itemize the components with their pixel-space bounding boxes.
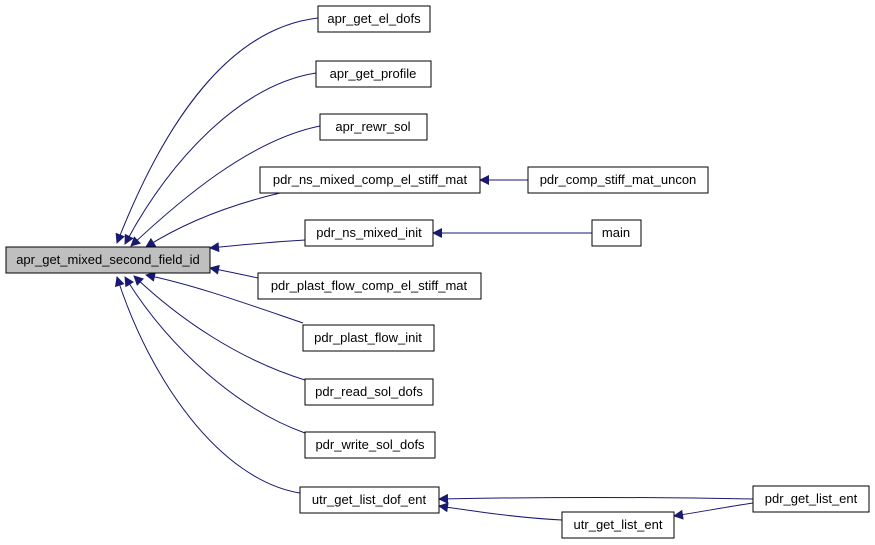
edge-pdr_read_sol_dofs-root bbox=[133, 275, 306, 381]
edge-utr_get_list_dof_ent-root bbox=[114, 276, 301, 494]
edge-pdr_plast_flow_init-root bbox=[145, 271, 304, 324]
node-label-apr_rewr_sol: apr_rewr_sol bbox=[335, 119, 410, 134]
node-pdr_comp_stiff_mat_uncon[interactable]: pdr_comp_stiff_mat_uncon bbox=[527, 166, 709, 194]
node-apr_get_el_dofs[interactable]: apr_get_el_dofs bbox=[317, 5, 431, 33]
node-apr_get_profile[interactable]: apr_get_profile bbox=[315, 60, 432, 88]
edge-pdr_plast_flow_comp_el_stiff_mat-root bbox=[209, 264, 259, 279]
edge-apr_get_profile-root bbox=[124, 72, 317, 245]
node-pdr_plast_flow_init[interactable]: pdr_plast_flow_init bbox=[302, 324, 435, 352]
node-label-pdr_ns_mixed_init: pdr_ns_mixed_init bbox=[316, 225, 422, 240]
node-utr_get_list_dof_ent[interactable]: utr_get_list_dof_ent bbox=[299, 486, 440, 514]
edge-pdr_ns_mixed_init-root bbox=[209, 239, 306, 253]
edge-pdr_ns_mixed_comp_el_stiff_mat-root bbox=[145, 192, 281, 248]
edge-pdr_get_list_ent-utr_get_list_dof_ent bbox=[438, 493, 754, 504]
node-label-utr_get_list_dof_ent: utr_get_list_dof_ent bbox=[312, 492, 427, 507]
node-main[interactable]: main bbox=[591, 219, 642, 247]
node-label-root: apr_get_mixed_second_field_id bbox=[16, 252, 200, 267]
edge-utr_get_list_ent-utr_get_list_dof_ent bbox=[438, 502, 563, 521]
node-pdr_get_list_ent[interactable]: pdr_get_list_ent bbox=[752, 485, 870, 513]
node-label-pdr_plast_flow_init: pdr_plast_flow_init bbox=[314, 330, 422, 345]
node-pdr_plast_flow_comp_el_stiff_mat[interactable]: pdr_plast_flow_comp_el_stiff_mat bbox=[257, 272, 482, 300]
node-label-apr_get_el_dofs: apr_get_el_dofs bbox=[327, 11, 421, 26]
node-apr_rewr_sol[interactable]: apr_rewr_sol bbox=[319, 113, 428, 141]
edge-pdr_get_list_ent-utr_get_list_ent bbox=[673, 502, 754, 520]
edge-apr_get_el_dofs-root bbox=[115, 17, 319, 244]
node-label-pdr_comp_stiff_mat_uncon: pdr_comp_stiff_mat_uncon bbox=[540, 172, 697, 187]
node-pdr_ns_mixed_comp_el_stiff_mat[interactable]: pdr_ns_mixed_comp_el_stiff_mat bbox=[259, 166, 481, 194]
node-label-pdr_read_sol_dofs: pdr_read_sol_dofs bbox=[315, 384, 423, 399]
node-label-apr_get_profile: apr_get_profile bbox=[330, 66, 417, 81]
node-label-pdr_get_list_ent: pdr_get_list_ent bbox=[765, 491, 858, 506]
edge-pdr_write_sol_dofs-root bbox=[124, 276, 306, 434]
node-label-pdr_write_sol_dofs: pdr_write_sol_dofs bbox=[315, 437, 425, 452]
node-pdr_write_sol_dofs[interactable]: pdr_write_sol_dofs bbox=[304, 431, 436, 459]
node-pdr_read_sol_dofs[interactable]: pdr_read_sol_dofs bbox=[304, 378, 434, 406]
node-label-pdr_plast_flow_comp_el_stiff_mat: pdr_plast_flow_comp_el_stiff_mat bbox=[271, 278, 468, 293]
node-pdr_ns_mixed_init[interactable]: pdr_ns_mixed_init bbox=[304, 219, 434, 247]
node-root[interactable]: apr_get_mixed_second_field_id bbox=[5, 246, 211, 274]
node-label-pdr_ns_mixed_comp_el_stiff_mat: pdr_ns_mixed_comp_el_stiff_mat bbox=[273, 172, 468, 187]
node-label-main: main bbox=[602, 225, 630, 240]
node-label-utr_get_list_ent: utr_get_list_ent bbox=[574, 517, 663, 532]
node-utr_get_list_ent[interactable]: utr_get_list_ent bbox=[561, 511, 675, 539]
edge-apr_rewr_sol-root bbox=[130, 125, 321, 247]
